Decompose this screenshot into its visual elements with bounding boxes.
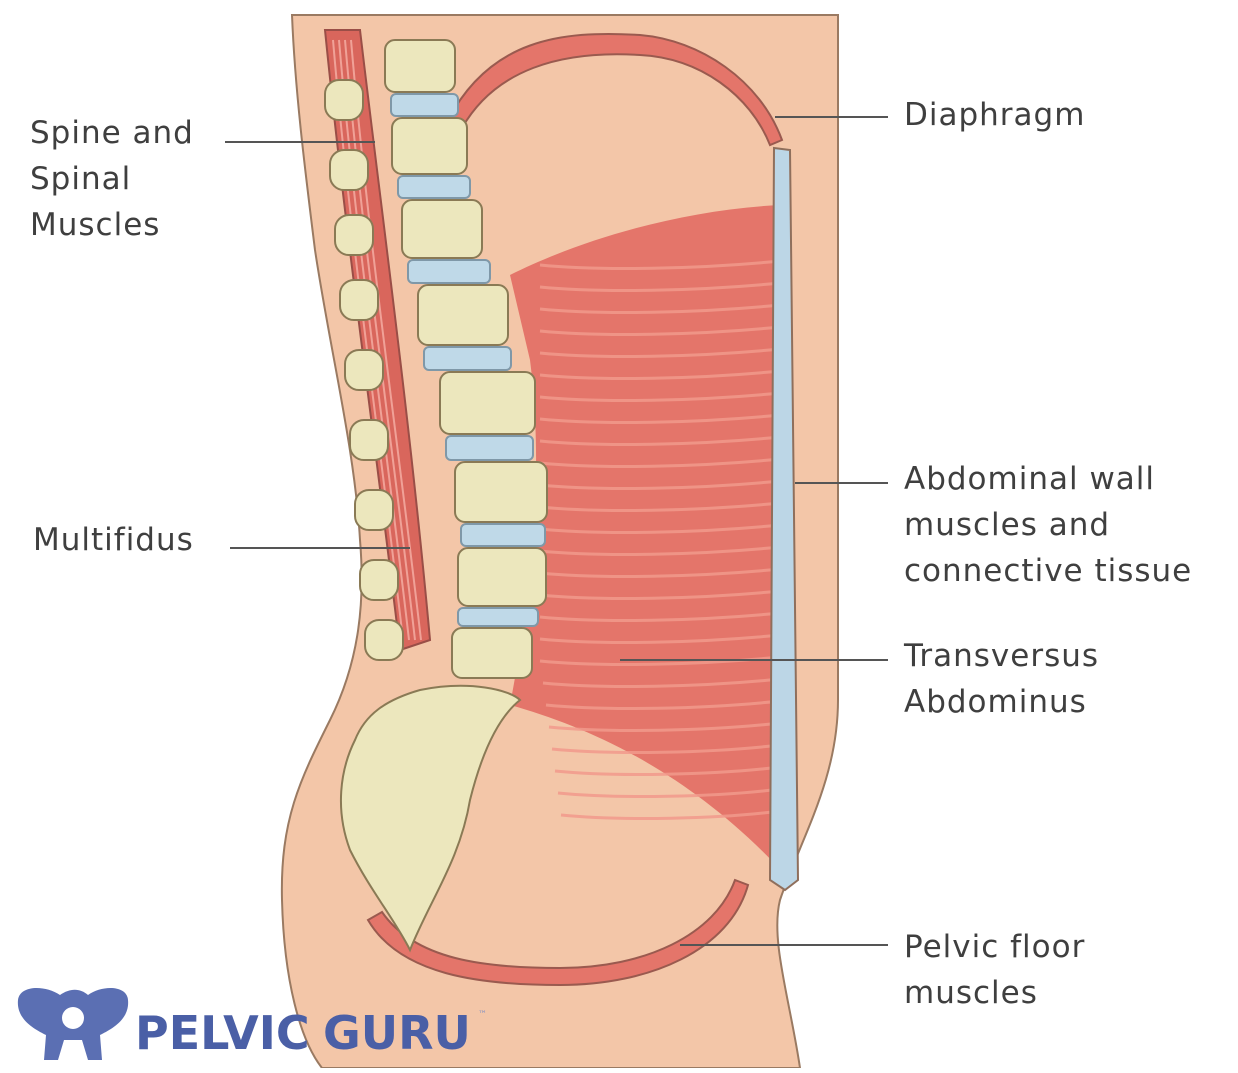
logo-word-guru: GURU	[323, 1006, 471, 1060]
vertebra	[418, 285, 508, 345]
intervertebral-disc	[458, 608, 538, 626]
label-multifidus: Multifidus	[33, 517, 194, 563]
vertebra	[440, 372, 535, 434]
vertebra	[385, 40, 455, 92]
intervertebral-disc	[398, 176, 470, 198]
vertebra	[392, 118, 467, 174]
label-abdominal-wall: Abdominal wall muscles and connective ti…	[904, 456, 1192, 594]
pelvic-guru-logo-icon	[18, 988, 128, 1060]
label-transversus-abdominus: Transversus Abdominus	[904, 633, 1099, 725]
intervertebral-disc	[391, 94, 458, 116]
label-diaphragm: Diaphragm	[904, 92, 1085, 138]
spinous-process	[345, 350, 383, 390]
spinous-process	[335, 215, 373, 255]
label-pelvic-floor-muscles: Pelvic floor muscles	[904, 924, 1085, 1016]
spinous-process	[330, 150, 368, 190]
intervertebral-disc	[408, 260, 490, 283]
spinous-process	[350, 420, 388, 460]
intervertebral-disc	[446, 436, 533, 460]
spinous-process	[360, 560, 398, 600]
spinous-process	[365, 620, 403, 660]
intervertebral-disc	[461, 524, 545, 546]
spinous-process	[355, 490, 393, 530]
vertebra	[452, 628, 532, 678]
logo-trademark: ™	[478, 1010, 487, 1020]
spinous-process	[340, 280, 378, 320]
vertebra	[402, 200, 482, 258]
vertebra	[458, 548, 546, 606]
intervertebral-disc	[424, 347, 511, 370]
logo-word-pelvic: PELVIC	[135, 1006, 310, 1060]
vertebra	[455, 462, 547, 522]
label-spine-and-spinal-muscles: Spine and Spinal Muscles	[30, 110, 194, 248]
spinous-process	[325, 80, 363, 120]
